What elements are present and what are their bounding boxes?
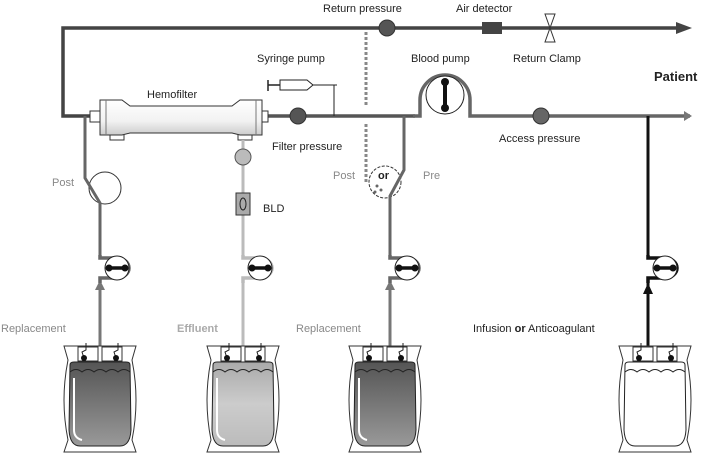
effluent-line bbox=[234, 140, 252, 366]
patient-label: Patient bbox=[654, 69, 698, 84]
effluent-bag bbox=[206, 343, 280, 453]
access-pressure-sensor bbox=[532, 107, 550, 125]
infusion-anticoagulant-label: Infusion or Anticoagulant bbox=[473, 323, 595, 335]
air-detector-label: Air detector bbox=[456, 3, 513, 15]
filter-pressure-sensor bbox=[289, 107, 307, 125]
return-clamp-label: Return Clamp bbox=[513, 53, 581, 65]
replacement-label-left: Replacement bbox=[1, 323, 66, 335]
bag-port bbox=[113, 355, 119, 361]
syringe-pump-label: Syringe pump bbox=[257, 53, 325, 65]
replacement-bag-mid bbox=[348, 343, 422, 453]
replacement-bag-left bbox=[63, 343, 137, 453]
effluent-label: Effluent bbox=[177, 323, 218, 335]
hemofilter bbox=[89, 99, 269, 141]
infusion-word: Infusion bbox=[473, 323, 512, 335]
pre-label: Pre bbox=[423, 170, 440, 182]
bag-port bbox=[668, 355, 674, 361]
pre-post-replacement-line bbox=[368, 116, 406, 355]
blood-leak-detector bbox=[235, 192, 251, 216]
bag-fluid bbox=[68, 361, 132, 447]
access-line bbox=[265, 73, 692, 125]
return-line bbox=[61, 13, 692, 118]
replacement-label-mid: Replacement bbox=[296, 323, 361, 335]
air-detector bbox=[482, 22, 502, 34]
post-label-left: Post bbox=[52, 177, 74, 189]
post-replacement-pump[interactable] bbox=[98, 255, 131, 283]
hemofilter-label: Hemofilter bbox=[147, 89, 197, 101]
effluent-pressure-sensor bbox=[234, 148, 252, 166]
effluent-pump[interactable] bbox=[241, 255, 274, 283]
bag-fluid bbox=[353, 361, 417, 447]
or-word: or bbox=[515, 323, 527, 335]
return-clamp-icon bbox=[544, 13, 556, 43]
syringe-pump[interactable] bbox=[267, 79, 337, 116]
bag-port bbox=[256, 355, 262, 361]
post-replacement-line bbox=[83, 116, 122, 355]
bag-fluid bbox=[211, 361, 275, 447]
access-pressure-label: Access pressure bbox=[499, 133, 580, 145]
blood-pump[interactable] bbox=[425, 75, 465, 115]
bld-label: BLD bbox=[263, 203, 284, 215]
bag-port bbox=[366, 355, 372, 361]
return-pressure-label: Return pressure bbox=[323, 3, 402, 15]
post-label-mid: Post bbox=[333, 170, 355, 182]
bag-port bbox=[636, 355, 642, 361]
infusion-bag bbox=[618, 343, 692, 453]
pre-post-replacement-pump[interactable] bbox=[388, 255, 421, 283]
anticoagulant-word: Anticoagulant bbox=[528, 323, 595, 335]
blood-pump-label: Blood pump bbox=[411, 53, 470, 65]
bag-port bbox=[224, 355, 230, 361]
return-pressure-sensor bbox=[378, 19, 396, 37]
or-valve-label: or bbox=[378, 170, 390, 182]
patient-connector-icon bbox=[684, 111, 692, 121]
bag-fluid bbox=[623, 361, 687, 447]
post-valve[interactable] bbox=[88, 171, 122, 205]
infusion-pump[interactable] bbox=[646, 255, 679, 283]
filter-pressure-label: Filter pressure bbox=[272, 141, 342, 153]
bag-port bbox=[81, 355, 87, 361]
bag-port bbox=[398, 355, 404, 361]
infusion-line bbox=[643, 116, 653, 355]
arrow-to-patient-icon bbox=[676, 22, 692, 34]
